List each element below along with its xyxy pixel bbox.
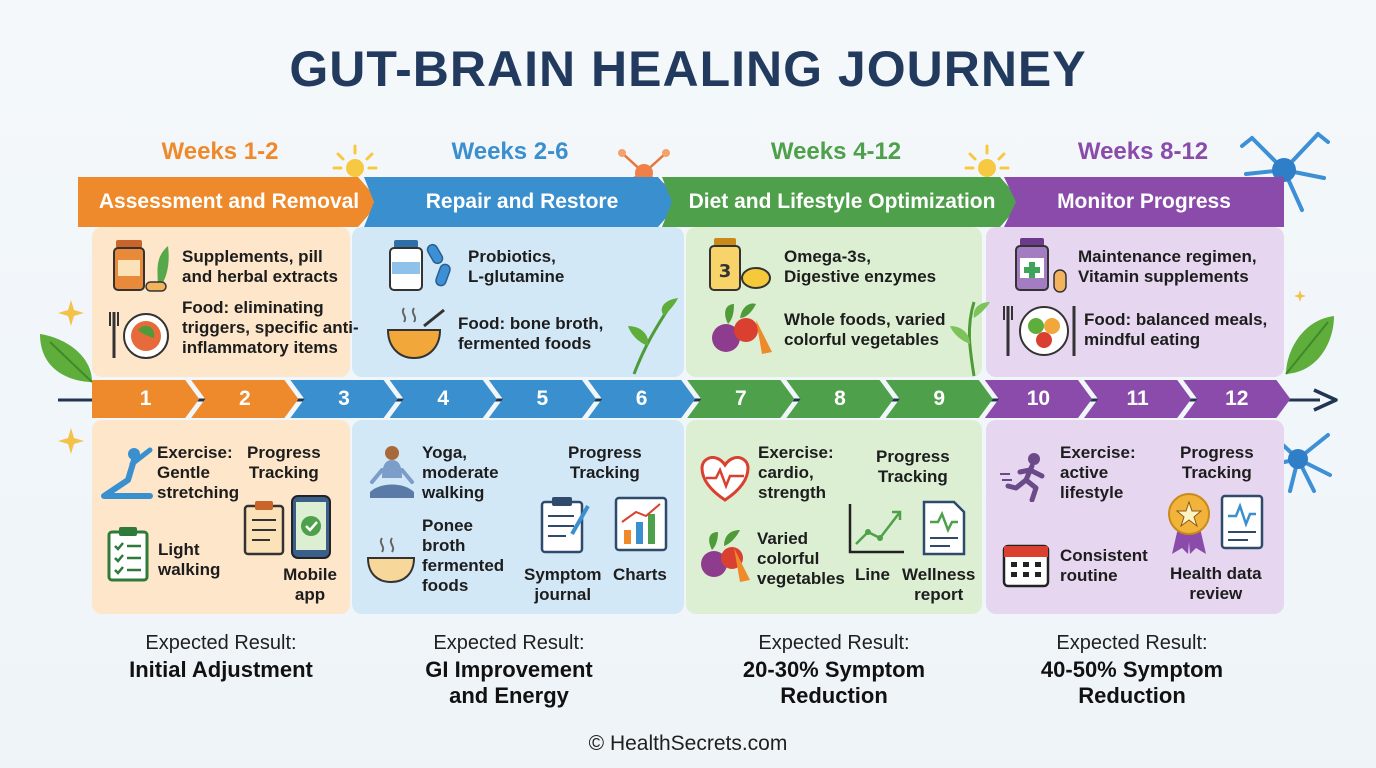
phase-2-tracking-text: Progress Tracking: [568, 443, 642, 482]
phase-1-tracking-text: Progress Tracking: [247, 443, 321, 482]
balanced-plate-icon: [1003, 306, 1076, 356]
phase-3-vegetables-text: Varied colorful vegetables: [757, 529, 845, 588]
omega3-capsule-icon: 3: [709, 238, 771, 291]
clipboard-icon: [243, 501, 285, 556]
phase-1-supplements-text: Supplements, pill and herbal extracts: [182, 247, 338, 286]
phase-4-weeks: Weeks 8-12: [1077, 138, 1209, 165]
svg-text:3: 3: [719, 261, 732, 282]
vegetables-icon: [701, 530, 750, 582]
phase-2-result-label: Expected Result:: [433, 632, 585, 654]
phase-4-banner: Monitor Progress: [1004, 177, 1284, 227]
health-report-icon: [1220, 494, 1264, 550]
phase-1-weeks: Weeks 1-2: [161, 138, 279, 165]
phase-1-banner: Assessment and Removal: [78, 177, 380, 227]
phase-3-tracking-text: Progress Tracking: [876, 447, 950, 486]
calendar-icon: [1002, 544, 1050, 588]
phase-2-broth-text: Ponee broth fermented foods: [422, 516, 505, 595]
phase-3-weeks: Weeks 4-12: [770, 138, 902, 165]
week-step-12: 12: [1183, 380, 1290, 418]
week-step-7: 7: [687, 380, 794, 418]
phase-2-result-value: GI Improvement and Energy: [425, 657, 593, 708]
line-chart-icon: [848, 504, 904, 554]
symptom-journal-icon: [540, 497, 590, 554]
footer-copyright: © HealthSecrets.com: [588, 732, 788, 755]
week-step-3: 3: [290, 380, 397, 418]
week-step-2: 2: [191, 380, 298, 418]
phase-1-food-text: Food: eliminating triggers, specific ant…: [182, 298, 359, 357]
stretching-person-icon: [101, 447, 153, 499]
phase-1-result-label: Expected Result:: [145, 632, 297, 654]
phase-1-exercise-text: Exercise: Gentle stretching: [157, 443, 240, 502]
checklist-icon: [107, 527, 149, 582]
phase-4-result-value: 40-50% Symptom Reduction: [1040, 657, 1224, 708]
phase-2-food-text: Food: bone broth, fermented foods: [458, 314, 604, 353]
phase-1-walking-text: Light walking: [158, 540, 221, 579]
phase-3-banner: Diet and Lifestyle Optimization: [662, 177, 1022, 227]
phase-4-food-text: Food: balanced meals, mindful eating: [1084, 310, 1268, 349]
week-step-4: 4: [390, 380, 497, 418]
phase-1-app-text: Mobile app: [283, 565, 337, 604]
leaf-sprig-icon: [628, 298, 678, 375]
phase-2-yoga-text: Yoga, moderate walking: [422, 443, 499, 502]
neuron-icon: [1240, 132, 1330, 212]
week-step-6: 6: [588, 380, 695, 418]
phase-1-result-value: Initial Adjustment: [129, 657, 313, 682]
star-sparkle-icon: [1294, 290, 1306, 302]
soup-bowl-icon: [386, 307, 445, 360]
week-step-9: 9: [886, 380, 993, 418]
probiotic-bottle-icon: [389, 240, 451, 291]
supplement-bottle-icon: [113, 240, 169, 292]
award-badge-icon: [1168, 493, 1210, 554]
phase-3-result-label: Expected Result:: [758, 632, 910, 654]
week-step-8: 8: [786, 380, 893, 418]
phase-3-food-text: Whole foods, varied colorful vegetables: [784, 310, 946, 349]
wellness-report-icon: [922, 500, 966, 556]
phase-4-exercise-text: Exercise: active lifestyle: [1060, 443, 1136, 502]
week-step-11: 11: [1084, 380, 1191, 418]
broth-bowl-icon: [366, 537, 416, 584]
week-step-1: 1: [92, 380, 199, 418]
phase-4-review-text: Health data review: [1170, 564, 1262, 603]
heart-rate-icon: [700, 456, 750, 502]
vegetables-icon: [712, 303, 772, 354]
phase-2-weeks: Weeks 2-6: [451, 138, 569, 165]
running-person-icon: [1000, 453, 1045, 502]
sparkle-icon: [964, 144, 1010, 177]
phase-3-exercise-text: Exercise: cardio, strength: [758, 443, 834, 502]
phase-2-banner: Repair and Restore: [364, 177, 680, 227]
mobile-phone-icon: [291, 495, 331, 559]
leaf-icon: [1285, 316, 1334, 375]
vitamin-bottle-icon: [1015, 238, 1067, 293]
phase-2-journal-text: Symptom journal: [524, 565, 602, 604]
leaf-sprig-icon: [950, 301, 990, 377]
food-plate-icon: [109, 312, 169, 359]
phase-3-result-value: 20-30% Symptom Reduction: [742, 657, 926, 708]
bar-chart-icon: [614, 496, 668, 552]
phase-4-result-label: Expected Result:: [1056, 632, 1208, 654]
page-title: GUT-BRAIN HEALING JOURNEY: [289, 41, 1087, 97]
star-sparkle-icon: [58, 428, 84, 454]
phase-4-tracking-text: Progress Tracking: [1180, 443, 1254, 482]
phase-4-vitamins-text: Maintenance regimen, Vitamin supplements: [1078, 247, 1257, 286]
phase-3-report-text: Wellness report: [902, 565, 976, 604]
leaf-icon: [40, 334, 93, 383]
week-step-10: 10: [985, 380, 1092, 418]
sparkle-icon: [332, 144, 378, 177]
phase-2-charts-text: Charts: [613, 565, 667, 584]
star-sparkle-icon: [58, 300, 84, 326]
phase-3-line-text: Line: [855, 565, 890, 584]
phase-4-routine-text: Consistent routine: [1060, 546, 1148, 585]
yoga-person-icon: [370, 446, 414, 498]
week-step-5: 5: [489, 380, 596, 418]
phase-3-omega-text: Omega-3s, Digestive enzymes: [784, 247, 937, 286]
phase-2-probiotics-text: Probiotics, L-glutamine: [468, 247, 565, 286]
